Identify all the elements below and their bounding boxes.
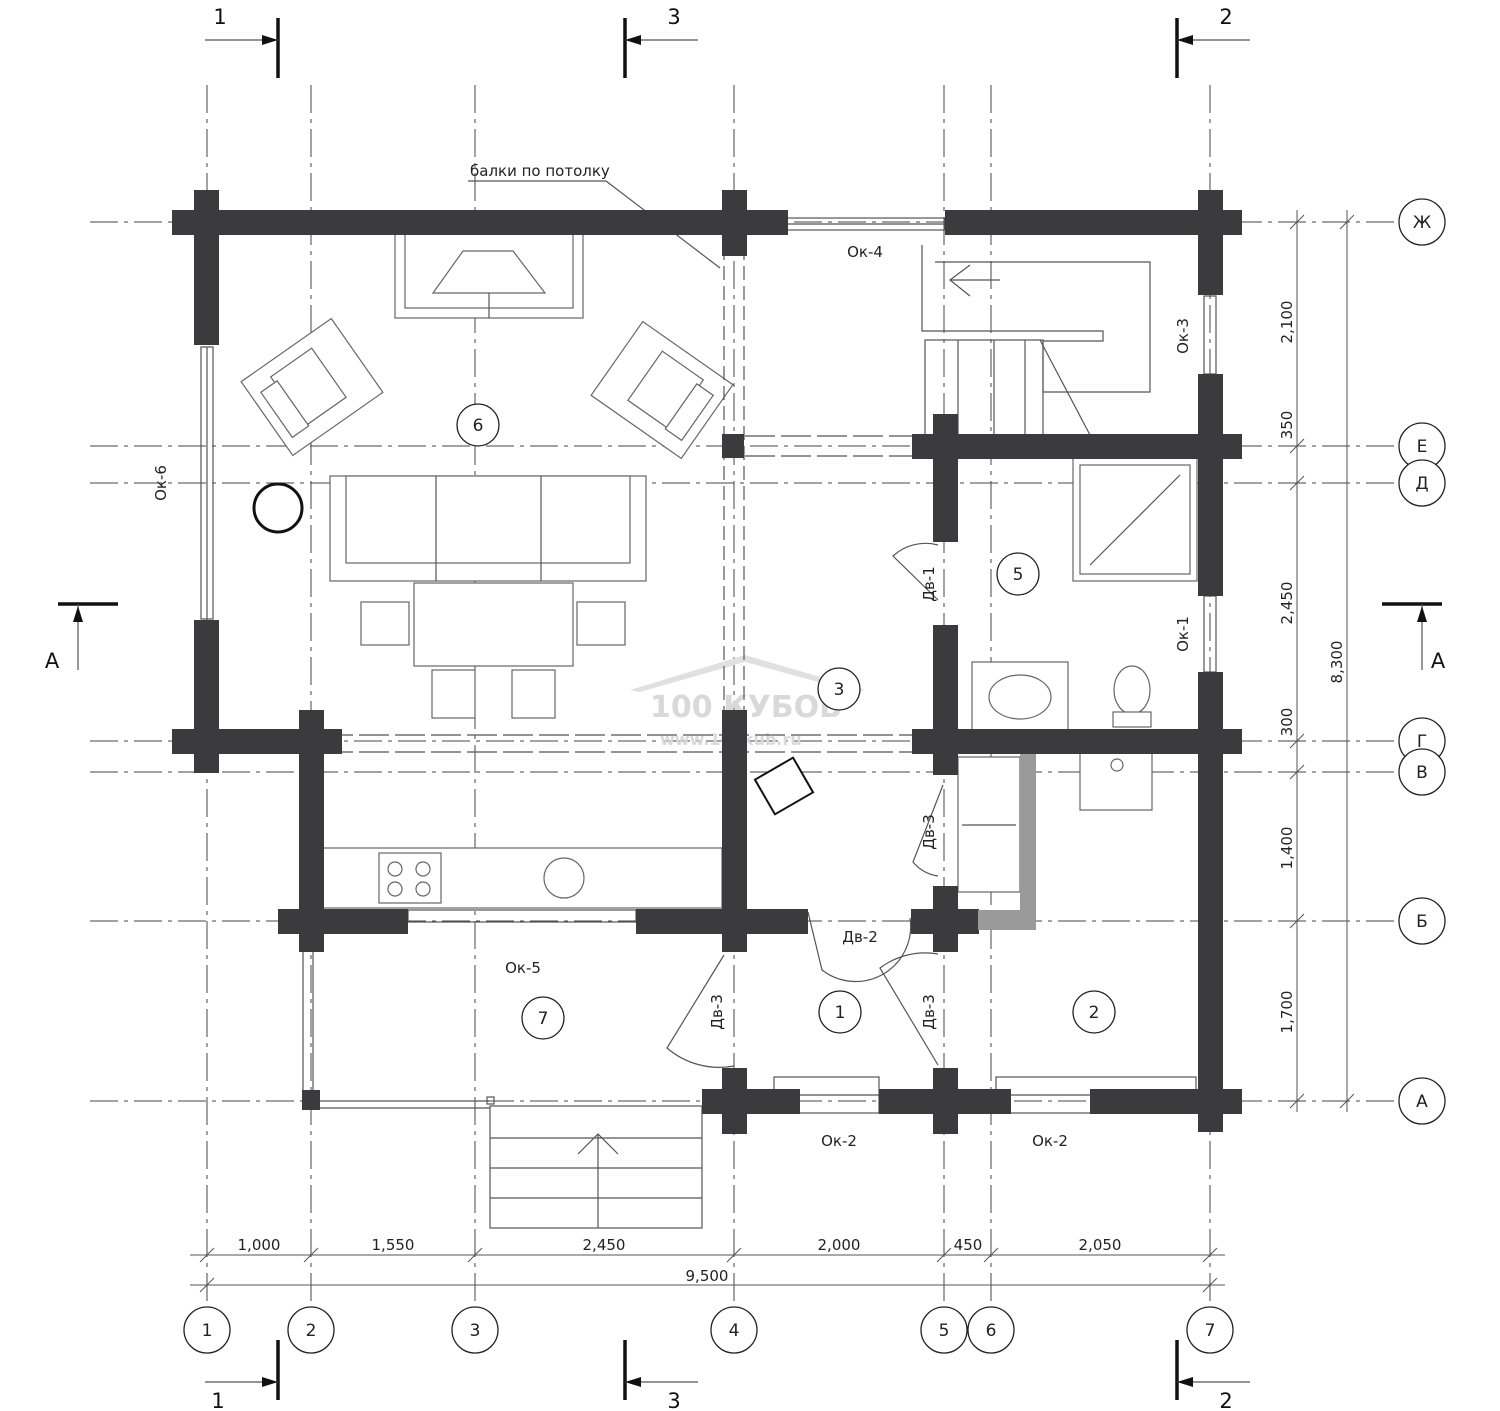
- axis-label-g: Г: [1417, 732, 1427, 752]
- room-markers: [456, 403, 1116, 1040]
- dim-bottom-1: 1,000: [238, 1236, 281, 1254]
- window-label-ok4: Ок-4: [847, 243, 883, 261]
- section-label-bottom-1: 1: [211, 1389, 224, 1411]
- section-label-right-a: А: [1431, 649, 1446, 673]
- window-label-ok2-right: Ок-2: [1032, 1132, 1068, 1150]
- room-label-7: 7: [538, 1009, 549, 1029]
- axis-label-5: 5: [939, 1321, 950, 1341]
- dim-right-3: 2,450: [1278, 582, 1296, 625]
- dim-bottom-5: 450: [954, 1236, 983, 1254]
- window-label-ok5: Ок-5: [505, 959, 541, 977]
- axis-label-a: А: [1416, 1092, 1428, 1112]
- walls: [172, 190, 1242, 1134]
- dim-bottom-total: 9,500: [686, 1267, 729, 1285]
- dim-right-1: 2,100: [1278, 301, 1296, 344]
- window-label-ok6: Ок-6: [152, 465, 170, 501]
- room-label-5: 5: [1013, 565, 1024, 585]
- dim-right-2: 350: [1278, 411, 1296, 440]
- room-label-3: 3: [834, 680, 845, 700]
- window-label-ok2-left: Ок-2: [821, 1132, 857, 1150]
- room-label-1: 1: [835, 1003, 846, 1023]
- annotation-beams: балки по потолку: [470, 162, 610, 180]
- section-label-bottom-2: 2: [1219, 1389, 1232, 1411]
- window-label-ok1: Ок-1: [1174, 616, 1192, 652]
- dim-right-4: 300: [1278, 708, 1296, 737]
- doors: [666, 542, 944, 1068]
- window-label-ok3: Ок-3: [1174, 318, 1192, 354]
- door-label-dv2: Дв-2: [842, 928, 878, 946]
- section-label-left-a: А: [45, 649, 60, 673]
- axis-label-1: 1: [202, 1321, 213, 1341]
- dimension-lines: [190, 210, 1355, 1293]
- room-label-6: 6: [473, 416, 484, 436]
- axis-label-b: Б: [1416, 912, 1428, 932]
- door-label-dv1: Дв-1: [920, 566, 938, 602]
- axis-label-4: 4: [729, 1321, 740, 1341]
- grid-bubbles-vertical: [183, 1306, 1234, 1354]
- section-label-top-3: 3: [667, 5, 680, 29]
- dim-bottom-4: 2,000: [818, 1236, 861, 1254]
- axis-label-zh: Ж: [1413, 213, 1431, 233]
- dim-right-5: 1,400: [1278, 827, 1296, 870]
- section-label-top-1: 1: [213, 5, 226, 29]
- dim-bottom-6: 2,050: [1079, 1236, 1122, 1254]
- section-label-bottom-3: 3: [667, 1389, 680, 1411]
- dim-right-6: 1,700: [1278, 991, 1296, 1034]
- dim-bottom-3: 2,450: [583, 1236, 626, 1254]
- door-label-dv3-room2: Дв-3: [920, 994, 938, 1030]
- grid-bubbles-horizontal: [1398, 198, 1446, 1125]
- door-label-dv3-porch: Дв-3: [708, 994, 726, 1030]
- furniture: [215, 180, 1198, 1229]
- axis-label-7: 7: [1205, 1321, 1216, 1341]
- axis-label-3: 3: [470, 1321, 481, 1341]
- axis-label-d: Д: [1415, 474, 1428, 494]
- axis-label-e: Е: [1417, 437, 1428, 457]
- axis-label-2: 2: [306, 1321, 317, 1341]
- axis-label-v: В: [1416, 763, 1428, 783]
- dim-right-total: 8,300: [1328, 641, 1346, 684]
- section-label-top-2: 2: [1219, 5, 1232, 29]
- dim-bottom-2: 1,550: [372, 1236, 415, 1254]
- door-label-dv3-hall: Дв-3: [920, 814, 938, 850]
- section-marks: [58, 18, 1442, 1400]
- axis-label-6: 6: [986, 1321, 997, 1341]
- room-label-2: 2: [1089, 1003, 1100, 1023]
